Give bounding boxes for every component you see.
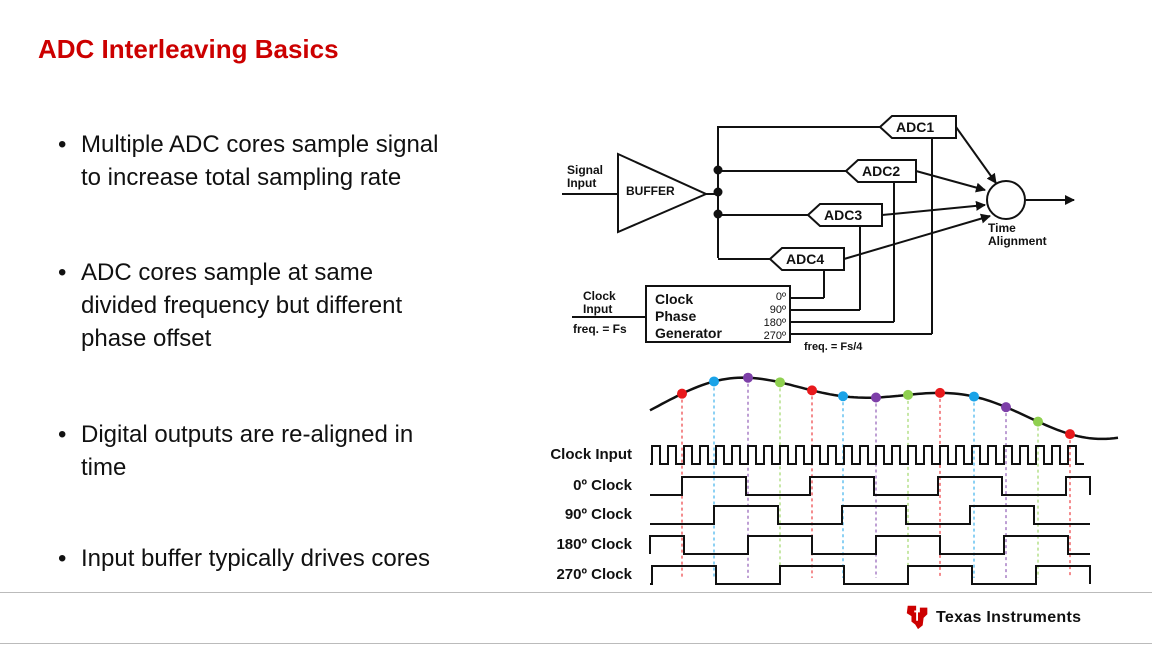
adc-output-arrow — [915, 170, 986, 193]
adc-output-arrow — [881, 200, 986, 216]
footer-bar — [0, 592, 1152, 644]
signal-input-label: Input — [567, 176, 596, 190]
slide-title: ADC Interleaving Basics — [38, 34, 339, 64]
input-signal-wave — [649, 376, 1119, 441]
sample-point — [775, 377, 785, 388]
sample-point — [807, 385, 817, 396]
clock-input-wave — [650, 445, 1084, 465]
adc-output-arrow — [843, 213, 991, 260]
timing-row-label: 90º Clock — [565, 506, 633, 523]
sample-point — [1001, 402, 1011, 413]
bus-junction-dot — [713, 187, 723, 197]
timing-row-label: 0º Clock — [573, 477, 632, 494]
bullet-dot: • — [58, 131, 67, 158]
bullet-item: • Input buffer typically drives cores — [58, 542, 528, 575]
bullet-text: Input buffer typically drives cores — [81, 545, 431, 572]
sample-point — [1065, 429, 1075, 440]
timing-row-label: Clock Input — [550, 446, 632, 463]
ti-logo-icon — [906, 605, 928, 630]
phase-label: 270º — [764, 330, 786, 342]
time-alignment-label: Alignment — [988, 234, 1047, 248]
clock-input-label: Clock — [583, 289, 616, 303]
bullet-dot: • — [58, 259, 67, 286]
time-alignment-label: Time — [988, 221, 1016, 235]
sample-point — [838, 391, 848, 402]
divided-freq-label: freq. = Fs/4 — [804, 341, 863, 353]
clock-freq-label: freq. = Fs — [573, 322, 627, 336]
sample-point — [903, 389, 913, 400]
sample-point — [1033, 416, 1043, 427]
phase-label: 0º — [776, 291, 786, 303]
buffer-label: BUFFER — [626, 184, 675, 198]
adc4-label: ADC4 — [786, 251, 824, 267]
sample-point — [677, 388, 687, 399]
phase-clock-wave — [649, 535, 1090, 555]
clock-generator-label: Phase — [655, 308, 696, 324]
sample-point — [743, 372, 753, 383]
adc1-label: ADC1 — [896, 119, 934, 135]
bullet-dot: • — [58, 545, 67, 572]
phase-label: 180º — [764, 317, 786, 329]
adc3-label: ADC3 — [824, 207, 862, 223]
timing-row-label: 270º Clock — [556, 566, 632, 583]
clock-generator-box — [645, 285, 791, 343]
timing-row-label: 180º Clock — [556, 536, 632, 553]
phase-clock-wave — [650, 476, 1091, 496]
sample-point — [709, 376, 719, 387]
sample-point — [871, 392, 881, 403]
sample-point — [935, 387, 945, 398]
phase-clock-wave — [650, 565, 1091, 585]
sample-point — [969, 391, 979, 402]
clock-generator-label: Clock — [655, 291, 693, 307]
block-diagram: SignalInputBUFFERADC1ADC2ADC3ADC4TimeAli… — [550, 115, 1119, 585]
bullet-dot: • — [58, 421, 67, 448]
clock-generator-label: Generator — [655, 325, 722, 341]
time-alignment-node — [986, 180, 1026, 220]
clock-input-label: Input — [583, 302, 612, 316]
signal-input-label: Signal — [567, 163, 603, 177]
buffer-triangle — [617, 152, 709, 234]
adc2-label: ADC2 — [862, 163, 900, 179]
phase-label: 90º — [770, 304, 786, 316]
company-name: Texas Instruments — [936, 609, 1082, 626]
phase-clock-wave — [650, 505, 1090, 525]
adc-output-arrow — [955, 126, 997, 184]
